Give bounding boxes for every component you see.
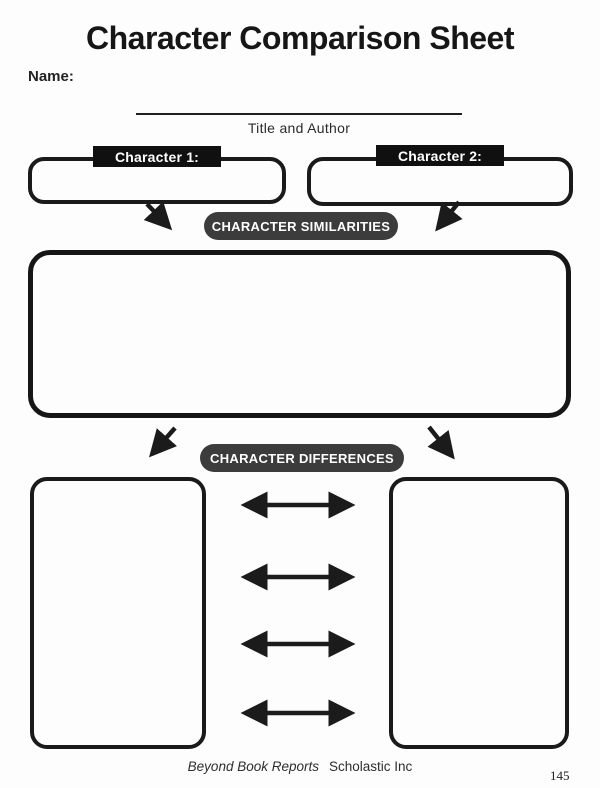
footer-series: Beyond Book Reports	[187, 759, 320, 774]
name-label: Name:	[28, 68, 74, 85]
page-number: 145	[550, 768, 570, 783]
page-title: Character Comparison Sheet	[85, 20, 515, 56]
arrow-differences-left-icon	[149, 426, 178, 458]
difference-left-field[interactable]	[30, 477, 206, 749]
differences-pill: CHARACTER DIFFERENCES	[200, 444, 404, 472]
title-author-field[interactable]	[136, 113, 462, 115]
character1-badge: Character 1:	[93, 146, 221, 167]
arrow-differences-right-icon	[427, 425, 455, 460]
footer-publisher: Scholastic Inc	[329, 759, 413, 774]
difference-right-field[interactable]	[389, 477, 569, 749]
character2-badge: Character 2:	[376, 145, 504, 166]
title-author-caption: Title and Author	[247, 120, 351, 136]
similarities-field[interactable]	[28, 250, 571, 418]
footer-credit: Beyond Book Reports Scholastic Inc	[0, 759, 600, 774]
arrow-char1-to-similarities-icon	[143, 201, 173, 231]
similarities-pill: CHARACTER SIMILARITIES	[204, 212, 398, 240]
